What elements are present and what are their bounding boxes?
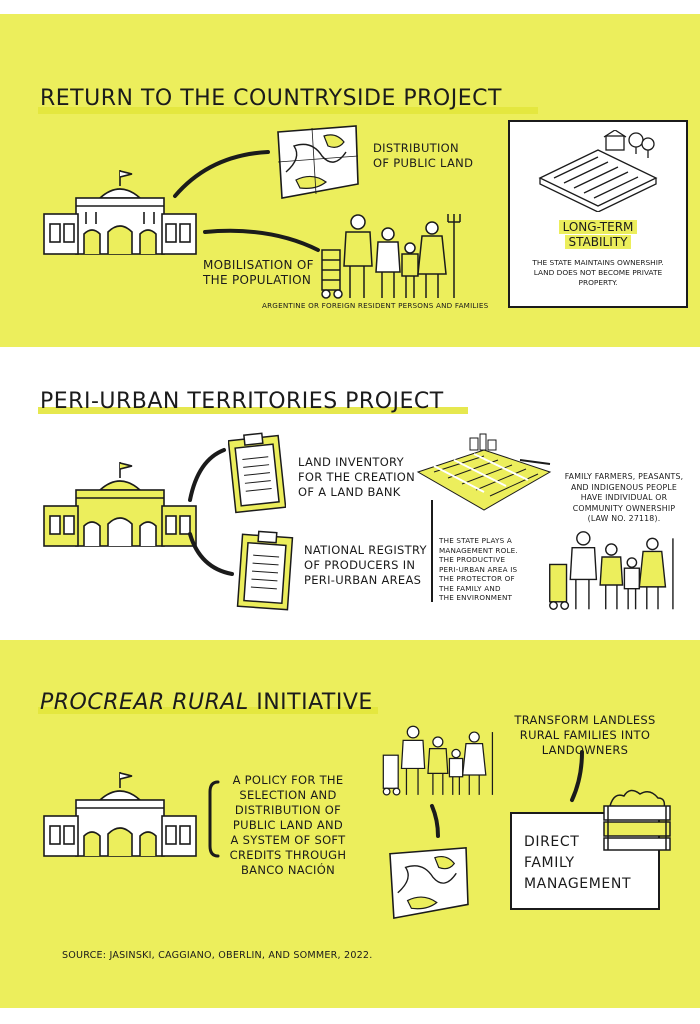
title-underline <box>38 407 468 414</box>
title-underline <box>38 707 378 714</box>
connector-lines <box>188 448 551 602</box>
clipboard-icon <box>236 530 294 611</box>
government-building-icon <box>43 170 197 255</box>
clipboard-icon <box>228 432 286 514</box>
map-icon <box>389 847 469 920</box>
section-2-title: PERI-URBAN TERRITORIES PROJECT <box>40 389 444 414</box>
residents-note: ARGENTINE OR FOREIGN RESIDENT PERSONS AN… <box>262 301 489 310</box>
government-building-icon <box>43 772 197 857</box>
source-citation: SOURCE: JASINSKI, CAGGIANO, OBERLIN, AND… <box>62 950 373 961</box>
map-icon <box>277 125 359 199</box>
title-underline <box>38 107 538 114</box>
family-people-icon <box>321 214 461 299</box>
connector-lines <box>173 150 320 252</box>
section-3-title: PROCREAR RURAL INITIATIVE <box>40 690 373 715</box>
section-1-title: RETURN TO THE COUNTRYSIDE PROJECT <box>40 86 502 111</box>
family-people-icon <box>549 531 674 610</box>
family-people-icon <box>382 725 494 796</box>
produce-crate-icon <box>603 789 671 851</box>
connector-lines <box>208 750 584 858</box>
long-term-stability-box: LONG-TERM STABILITY THE STATE MAINTAINS … <box>508 120 688 308</box>
fenced-farm-icon <box>538 130 658 212</box>
farmers-ownership-text: FAMILY FARMERS, PEASANTS,AND INDIGENOUS … <box>564 472 684 523</box>
stability-title: LONG-TERM STABILITY <box>510 220 686 250</box>
stability-text: THE STATE MAINTAINS OWNERSHIP. LAND DOES… <box>532 258 664 287</box>
peri-urban-landscape-icon <box>416 433 552 511</box>
government-building-icon <box>43 462 197 547</box>
